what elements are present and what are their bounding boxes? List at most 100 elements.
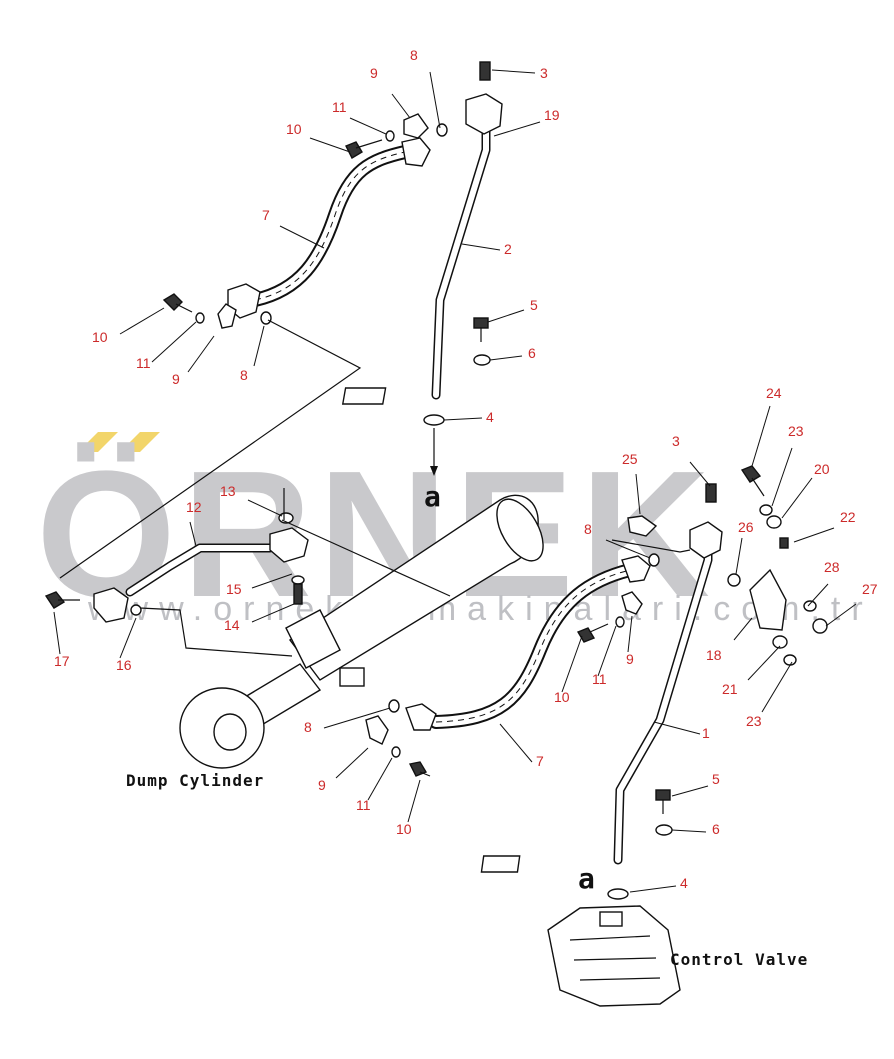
bolt-shank xyxy=(751,477,765,497)
connection-mark-lower: a xyxy=(578,862,595,895)
left-tube-assembly xyxy=(44,512,309,623)
callout-leader xyxy=(499,723,533,763)
callout-number: 1 xyxy=(702,725,710,741)
o-ring-icon xyxy=(423,414,445,426)
nut-icon xyxy=(812,618,828,634)
o-ring-icon xyxy=(436,123,448,137)
washer-icon xyxy=(385,130,395,142)
washer-icon xyxy=(759,504,773,516)
callout-leader xyxy=(251,573,293,589)
callout-leader xyxy=(53,611,61,655)
callout-leader xyxy=(733,617,753,641)
o-ring-icon xyxy=(607,888,629,900)
callout-leaders xyxy=(53,69,857,893)
nut-icon xyxy=(766,515,782,529)
callout-number: 9 xyxy=(370,65,378,81)
callout-number: 9 xyxy=(172,371,180,387)
callout-number: 21 xyxy=(722,681,738,697)
bolt-shank xyxy=(589,623,609,633)
callout-leader xyxy=(653,721,701,735)
callout-leader xyxy=(751,405,771,467)
cylinder-port xyxy=(339,667,365,687)
callout-leader xyxy=(119,617,137,659)
bolt-shank xyxy=(419,771,431,777)
hose-fitting-lower xyxy=(405,703,437,731)
washer-icon xyxy=(655,824,673,836)
callout-leader xyxy=(443,417,483,421)
callout-leader xyxy=(771,447,793,507)
callout-number: 12 xyxy=(186,499,202,515)
callout-number: 9 xyxy=(626,651,634,667)
callout-number: 20 xyxy=(814,461,830,477)
dump-cylinder-label: Dump Cylinder xyxy=(126,771,264,790)
dump-cylinder xyxy=(179,494,544,769)
bolt-icon xyxy=(655,789,671,801)
callout-leader xyxy=(429,71,441,129)
o-ring-icon xyxy=(388,699,400,713)
callout-leader xyxy=(793,527,835,543)
callout-number: 11 xyxy=(136,355,151,371)
callout-leader xyxy=(597,625,617,677)
washer-icon xyxy=(291,575,305,585)
upper-hose-assembly xyxy=(162,113,448,329)
callout-number: 2 xyxy=(504,241,512,257)
callout-leader xyxy=(491,69,536,74)
callout-number: 23 xyxy=(788,423,804,439)
control-valve xyxy=(547,905,681,1007)
callout-leader xyxy=(335,747,369,779)
callout-leader xyxy=(247,499,283,517)
callout-number: 9 xyxy=(318,777,326,793)
callout-leader xyxy=(253,325,265,367)
callout-leader xyxy=(627,615,633,653)
callout-number: 5 xyxy=(712,771,720,787)
callout-number: 10 xyxy=(396,821,412,837)
lower-steel-tube xyxy=(480,465,828,900)
reference-lines xyxy=(59,319,691,657)
cylinder-eye-bore xyxy=(213,713,247,751)
callout-leader xyxy=(323,707,391,729)
callout-leader xyxy=(251,603,295,623)
bolt-icon xyxy=(473,317,489,329)
clamp-icon xyxy=(627,515,658,537)
cylinder-cap xyxy=(496,498,544,562)
lower-hose-assembly xyxy=(365,553,660,777)
callout-number: 7 xyxy=(536,753,544,769)
tube-block xyxy=(269,527,309,563)
callout-leader xyxy=(487,309,525,323)
callout-leader xyxy=(461,243,501,251)
callout-leader xyxy=(309,137,351,153)
callout-number: 28 xyxy=(824,559,840,575)
callout-leader xyxy=(671,829,707,833)
o-ring-icon xyxy=(648,553,660,567)
tube-top-block xyxy=(689,521,723,559)
callout-leader xyxy=(629,885,677,893)
callout-leader xyxy=(761,661,793,713)
callout-number: 25 xyxy=(622,451,638,467)
bolt-icon xyxy=(44,591,66,609)
callout-leader xyxy=(493,121,541,137)
valve-port xyxy=(599,911,623,927)
callout-leader xyxy=(489,355,523,361)
washer-icon xyxy=(615,616,625,628)
washer-icon xyxy=(803,600,817,612)
callout-leader xyxy=(825,603,857,627)
callout-leader xyxy=(807,583,829,607)
callout-number: 7 xyxy=(262,207,270,223)
callout-leader xyxy=(781,477,813,519)
bolt-icon xyxy=(740,465,762,483)
callout-number: 10 xyxy=(286,121,302,137)
connection-mark-upper: a xyxy=(424,480,441,513)
split-flange-icon xyxy=(217,303,237,329)
callout-leader xyxy=(689,461,711,487)
callout-leader xyxy=(187,335,215,373)
watermark-url: www.orneksismakinalari.com.tr xyxy=(87,590,874,628)
callout-number: 8 xyxy=(410,47,418,63)
callout-leader xyxy=(119,307,165,335)
callout-leader xyxy=(391,93,411,119)
bolt-icon xyxy=(293,583,303,605)
valve-body xyxy=(547,905,681,1007)
cylinder-head xyxy=(285,609,341,669)
callout-number: 24 xyxy=(766,385,782,401)
